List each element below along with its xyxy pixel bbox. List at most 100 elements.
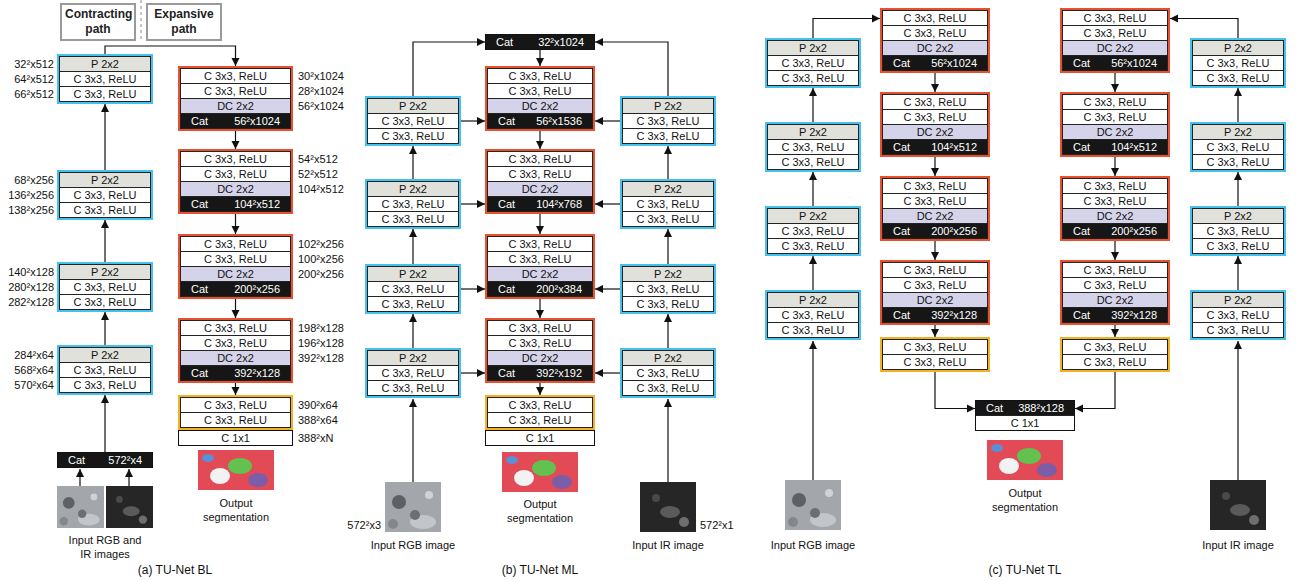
concat-row: Cat392²x192 [488,366,592,380]
layer-text: Cat [893,56,910,70]
layer-text: C 3x3, ReLU [74,88,137,100]
layer-text: 392²x192 [536,366,582,380]
layer-stack: C 3x3, ReLUC 3x3, ReLUDC 2x2Cat104²x512 [1062,94,1168,155]
layer-text: C 3x3, ReLU [382,115,445,127]
layer-text: DC 2x2 [917,42,954,54]
connector-arrow [461,372,485,373]
layer-stack: C 3x3, ReLUC 3x3, ReLUDC 2x2Cat56²x1536 [487,68,593,129]
layer-text: C 3x3, ReLU [782,57,845,69]
conv-row: C 3x3, ReLU [1193,71,1283,85]
layer-text: DC 2x2 [917,210,954,222]
input-arrow [1237,341,1238,480]
layer-text: C 3x3, ReLU [637,198,700,210]
conv-row: C 3x3, ReLU [60,72,150,87]
conv-row: C 3x3, ReLU [623,114,713,129]
conv-row: C 3x3, ReLU [768,155,858,169]
layer-text: C 3x3, ReLU [1084,195,1147,207]
layer-text: C 3x3, ReLU [382,367,445,379]
conv-row: C 3x3, ReLU [181,413,290,427]
layer-text: 56²x1024 [931,56,977,70]
concat-row: Cat392²x128 [883,308,987,322]
layer-text: DC 2x2 [522,100,559,112]
layer-text: Cat [893,308,910,322]
conv-row: C 3x3, ReLU [1193,323,1283,337]
layer-stack: C 3x3, ReLUC 3x3, ReLUDC 2x2Cat200²x384 [487,236,593,297]
layer-text: C 3x3, ReLU [382,298,445,310]
deconv-row: DC 2x2 [181,267,290,282]
conv-row: C 3x3, ReLU [368,197,458,212]
dimension-label: 30²x1024 [298,69,344,83]
layer-text: C 3x3, ReLU [382,382,445,394]
layer-text: C 3x3, ReLU [74,204,137,216]
output-conv-block: C 3x3, ReLUC 3x3, ReLU [880,337,990,372]
layer-stack: P 2x2C 3x3, ReLUC 3x3, ReLU [59,264,151,310]
decoder-block: C 3x3, ReLUC 3x3, ReLUDC 2x2Cat200²x384 [485,234,595,299]
layer-stack: P 2x2C 3x3, ReLUC 3x3, ReLU [59,347,151,393]
encoder-block: P 2x2C 3x3, ReLUC 3x3, ReLU [1190,122,1286,172]
layer-text: 56²x1536 [536,114,582,128]
conv-row: C 3x3, ReLU [1063,110,1167,125]
connector-arrow [1237,172,1238,206]
layer-text: Cat [191,197,208,211]
conv-row: C 3x3, ReLU [181,84,290,99]
layer-stack: P 2x2C 3x3, ReLUC 3x3, ReLU [622,181,714,227]
layer-text: C 3x3, ReLU [782,141,845,153]
layer-stack: P 2x2C 3x3, ReLUC 3x3, ReLU [1192,208,1284,254]
image-caption: Input RGB image [371,538,455,552]
layer-text: Cat [498,114,515,128]
input-arrow [128,469,129,486]
conv-row: C 3x3, ReLU [181,321,290,336]
layer-text: Cat [986,401,1003,415]
layer-stack: C 3x3, ReLUC 3x3, ReLUDC 2x2Cat56²x1024 [180,68,291,129]
concat-row: Cat392²x128 [181,366,290,380]
layer-text: 104²x512 [931,140,977,154]
conv-row: C 3x3, ReLU [488,321,592,336]
concat-box: Cat32²x1024 [485,34,595,50]
conv-row: C 3x3, ReLU [623,197,713,212]
connector-arrow [812,172,813,206]
layer-text: C 3x3, ReLU [509,85,572,97]
concat-row: Cat56²x1024 [181,114,290,128]
layer-text: C 1x1 [526,432,555,444]
header-text: Expansive path [151,7,217,37]
layer-text: C 3x3, ReLU [1084,111,1147,123]
layer-text: Cat [893,224,910,238]
layer-stack: C 3x3, ReLUC 3x3, ReLUDC 2x2Cat104²x512 [180,151,291,212]
layer-stack: C 3x3, ReLUC 3x3, ReLUDC 2x2Cat56²x1024 [882,10,988,71]
deconv-row: DC 2x2 [1063,209,1167,224]
decoder-block: C 3x3, ReLUC 3x3, ReLUDC 2x2Cat56²x1024 [178,66,293,131]
layer-text: Cat [191,282,208,296]
layer-text: C 3x3, ReLU [1084,341,1147,353]
layer-text: C 3x3, ReLU [637,283,700,295]
conv-row: C 3x3, ReLU [181,336,290,351]
input-arrow [79,469,80,486]
layer-stack: C 3x3, ReLUC 3x3, ReLUDC 2x2Cat392²x128 [882,262,988,323]
conv-row: C 1x1 [179,431,292,445]
dimension-label: 140²x128 [8,265,54,279]
layer-stack: P 2x2C 3x3, ReLUC 3x3, ReLU [367,98,459,144]
connector-arrow [1170,19,1238,39]
connector-arrow [235,299,236,318]
connector-arrow [934,73,935,92]
conv-row: C 3x3, ReLU [368,366,458,381]
encoder-block: P 2x2C 3x3, ReLUC 3x3, ReLU [365,264,461,314]
conv-row: C 3x3, ReLU [60,363,150,378]
encoder-block: P 2x2C 3x3, ReLUC 3x3, ReLU [1190,38,1286,88]
connector-arrow [104,220,105,262]
connector-arrow [539,50,540,66]
layer-text: P 2x2 [654,100,682,112]
connector-arrow [412,229,413,264]
layer-text: Cat [496,35,513,49]
conv-row: C 3x3, ReLU [1063,194,1167,209]
layer-text: C 3x3, ReLU [509,322,572,334]
layer-text: Cat [1073,140,1090,154]
layer-text: Cat [1073,224,1090,238]
image-caption: Input RGB and IR images [65,533,145,561]
decoder-block: C 3x3, ReLUC 3x3, ReLUDC 2x2Cat104²x768 [485,149,595,214]
conv-row: C 3x3, ReLU [883,11,987,26]
dimension-label: 390²x64 [298,398,338,412]
layer-stack: P 2x2C 3x3, ReLUC 3x3, ReLU [767,40,859,86]
dimension-label: 66²x512 [14,87,54,101]
concat-row: Cat392²x128 [1063,308,1167,322]
connector-arrow [667,146,668,179]
